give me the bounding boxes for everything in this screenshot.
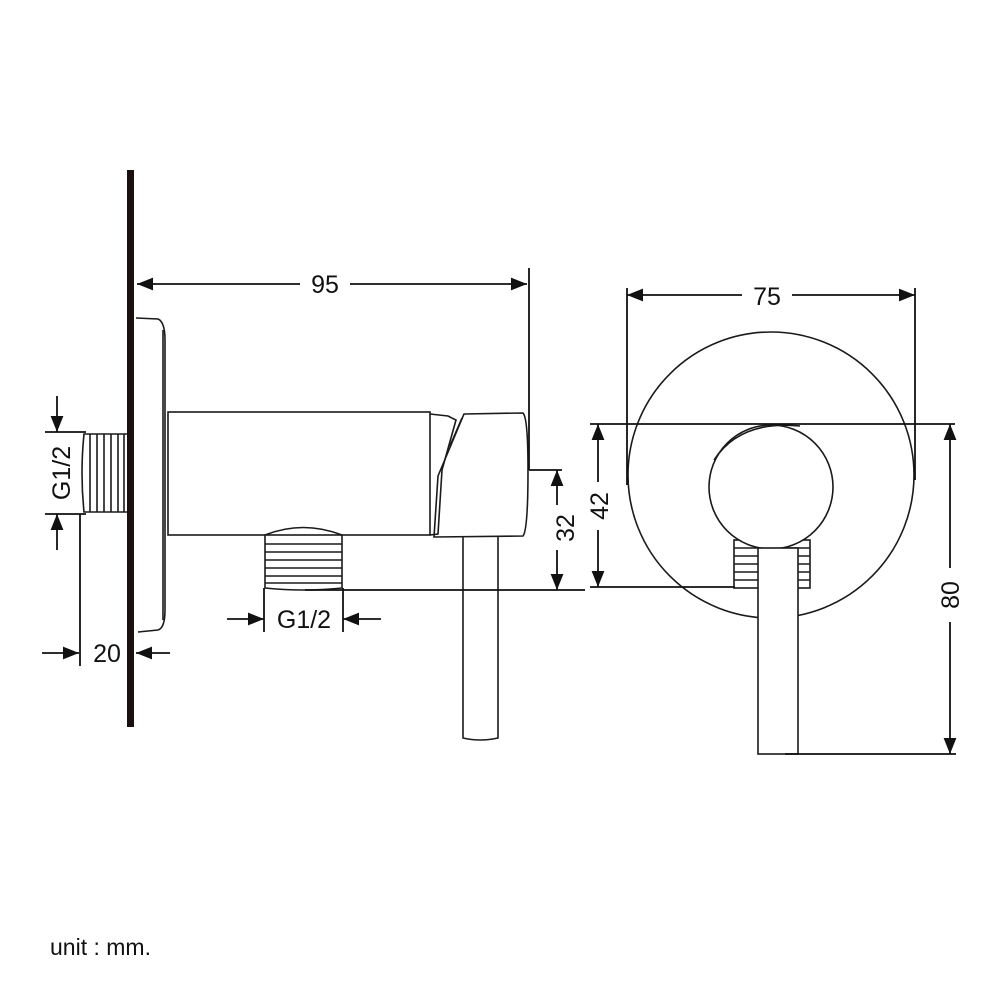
inlet-thread (81, 433, 127, 513)
handle-head (433, 412, 529, 538)
lever-front (757, 547, 799, 755)
dimension-42: 42 (586, 423, 955, 588)
flange (135, 317, 166, 633)
dimension-label-80: 80 (937, 581, 965, 609)
unit-note: unit : mm. (50, 934, 151, 960)
dimension-label-20: 20 (93, 640, 121, 668)
handle-base (429, 413, 457, 536)
wall (127, 170, 134, 727)
valve-body (167, 411, 431, 536)
side-view: 95 32 G1/2 20 (42, 170, 585, 741)
dimension-label-outlet-thread: G1/2 (277, 606, 331, 634)
dimension-label-95: 95 (311, 271, 339, 299)
dimension-label-inlet-thread: G1/2 (48, 446, 76, 500)
dimension-label-42: 42 (586, 492, 614, 520)
dimension-80: 80 (785, 424, 965, 755)
dimension-label-32: 32 (552, 514, 580, 542)
dimension-20: 20 (42, 514, 170, 668)
dimension-outlet-thread: G1/2 (227, 588, 381, 634)
dimension-label-75: 75 (753, 283, 781, 311)
dimension-32: 32 (305, 469, 585, 591)
front-view: 75 42 80 (586, 283, 965, 755)
lever-side (462, 537, 499, 741)
outlet-thread (264, 526, 343, 591)
dimension-95: 95 (137, 268, 530, 470)
dimension-75: 75 (626, 283, 916, 485)
